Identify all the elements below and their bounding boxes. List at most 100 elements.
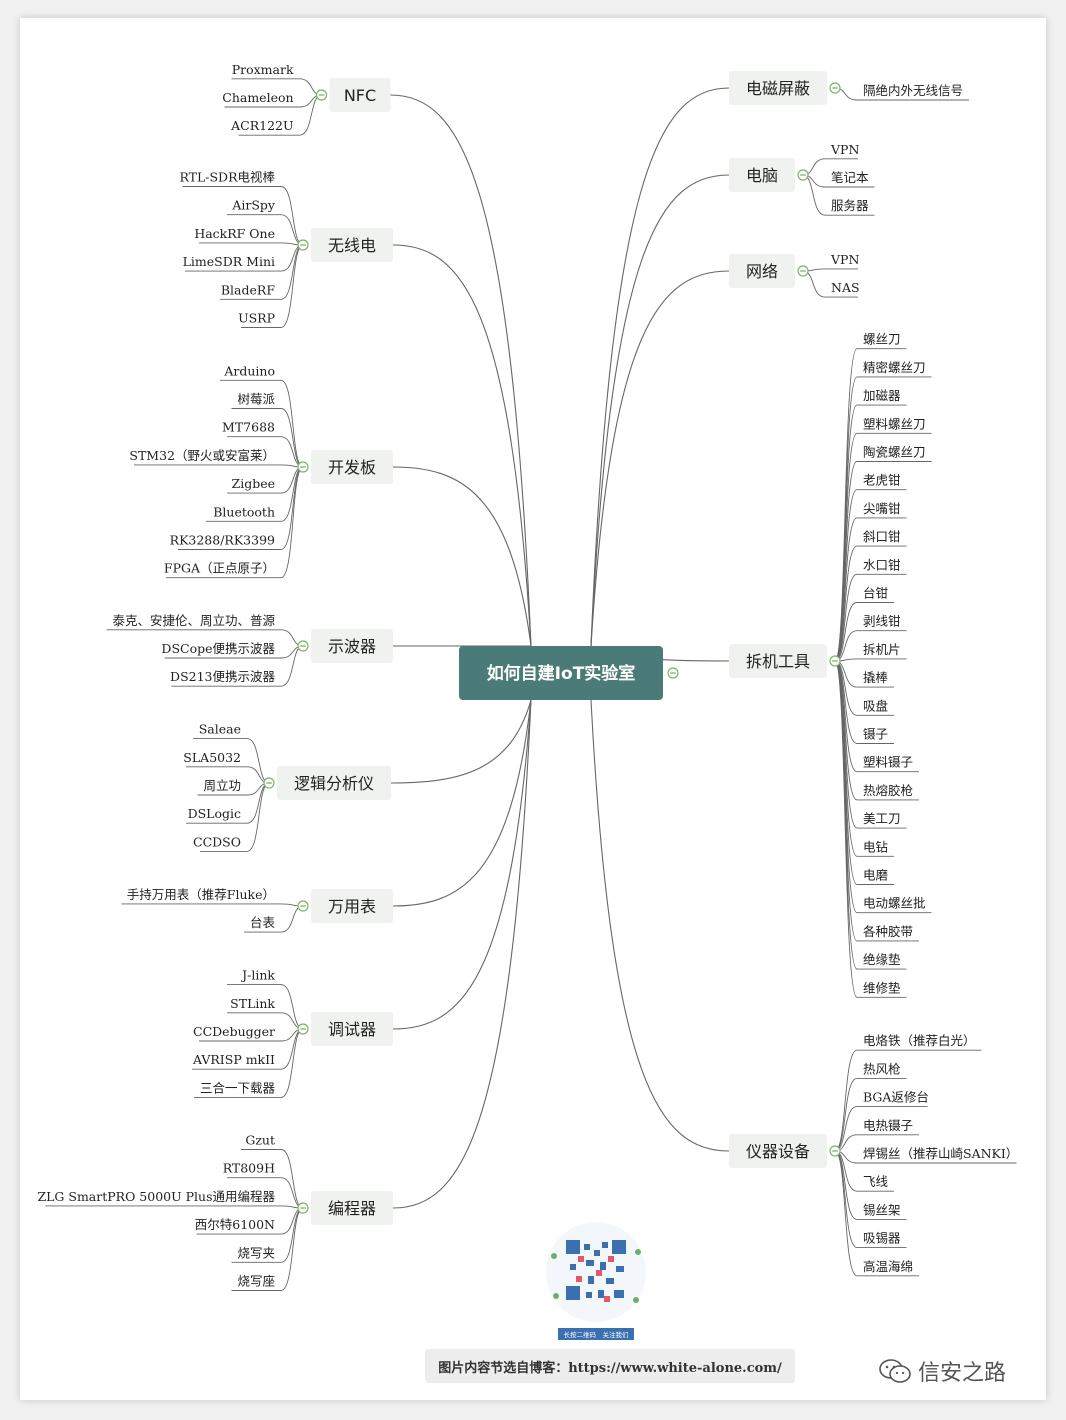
collapse-toggle[interactable] <box>315 89 328 101</box>
collapse-toggle[interactable] <box>797 169 809 181</box>
leaf-branch-right-4-item-4[interactable]: 塑料螺丝刀 <box>857 416 932 434</box>
leaf-branch-left-7-item-5[interactable]: 三合一下载器 <box>194 1080 281 1098</box>
leaf-arduino[interactable]: Arduino <box>220 363 281 381</box>
leaf-branch-right-4-item-24[interactable]: 维修垫 <box>857 980 907 998</box>
branch-right-2[interactable]: 电脑 <box>729 158 809 192</box>
leaf-j-link[interactable]: J-link <box>227 968 281 986</box>
leaf-avrisp-mkii[interactable]: AVRISP mkII <box>192 1052 281 1070</box>
leaf-ccdebugger[interactable]: CCDebugger <box>193 1024 281 1042</box>
leaf-branch-right-4-item-8[interactable]: 斜口钳 <box>857 529 907 547</box>
leaf-fpga[interactable]: FPGA（正点原子） <box>164 561 281 579</box>
leaf-rtl-sdr[interactable]: RTL-SDR电视棒 <box>179 170 281 187</box>
leaf-dslogic[interactable]: DSLogic <box>186 806 247 824</box>
collapse-toggle[interactable] <box>829 655 841 667</box>
branch-right-1[interactable]: 电磁屏蔽 <box>729 71 841 105</box>
leaf-acr122u[interactable]: ACR122U <box>230 118 300 136</box>
leaf-branch-right-4-item-16[interactable]: 塑料镊子 <box>857 755 919 773</box>
leaf-branch-left-8-item-5[interactable]: 烧写夹 <box>231 1245 282 1263</box>
leaf-chameleon[interactable]: Chameleon <box>222 90 300 108</box>
leaf-stm32[interactable]: STM32（野火或安富莱） <box>129 448 281 466</box>
leaf-branch-right-5-item-8[interactable]: 吸锡器 <box>857 1231 907 1249</box>
branch-right-4[interactable]: 拆机工具 <box>729 644 841 678</box>
leaf-gzut[interactable]: Gzut <box>241 1133 281 1150</box>
leaf-branch-right-4-item-1[interactable]: 螺丝刀 <box>857 332 907 350</box>
leaf-branch-right-4-item-23[interactable]: 绝缘垫 <box>857 952 907 970</box>
leaf-branch-right-4-item-17[interactable]: 热熔胶枪 <box>857 783 919 801</box>
root-node[interactable]: 如何自建IoT实验室 <box>459 646 679 700</box>
leaf-branch-right-4-item-5[interactable]: 陶瓷螺丝刀 <box>857 445 932 462</box>
leaf-bluetooth[interactable]: Bluetooth <box>206 504 281 522</box>
collapse-toggle[interactable] <box>297 640 309 652</box>
leaf-branch-right-4-item-20[interactable]: 电磨 <box>857 868 894 885</box>
leaf-branch-left-8-item-6[interactable]: 烧写座 <box>231 1274 282 1291</box>
collapse-toggle[interactable] <box>297 900 309 912</box>
collapse-toggle[interactable] <box>829 1145 841 1157</box>
collapse-toggle[interactable] <box>829 82 841 94</box>
leaf-branch-left-5-item-3[interactable]: 周立功 <box>197 778 248 796</box>
leaf-branch-right-4-item-2[interactable]: 精密螺丝刀 <box>857 360 932 378</box>
branch-left-2[interactable]: 无线电 <box>297 228 393 262</box>
branch-left-6[interactable]: 万用表 <box>297 889 393 923</box>
branch-left-3[interactable]: 开发板 <box>297 450 393 484</box>
leaf-branch-right-4-item-6[interactable]: 老虎钳 <box>857 473 907 491</box>
leaf-branch-right-1-item-1[interactable]: 隔绝内外无线信号 <box>857 83 969 101</box>
leaf-bladerf[interactable]: BladeRF <box>220 282 281 300</box>
branch-left-7[interactable]: 调试器 <box>297 1012 393 1046</box>
leaf-stlink[interactable]: STLink <box>227 996 281 1014</box>
collapse-toggle[interactable] <box>297 461 309 473</box>
leaf-branch-right-4-item-13[interactable]: 撬棒 <box>857 670 894 688</box>
leaf-vpn[interactable]: VPN <box>825 142 859 160</box>
leaf-rk3288-rk3399[interactable]: RK3288/RK3399 <box>170 533 281 550</box>
leaf-branch-left-6-item-2[interactable]: 台表 <box>244 915 281 933</box>
branch-left-5[interactable]: 逻辑分析仪 <box>263 766 391 800</box>
leaf-vpn[interactable]: VPN <box>825 252 859 270</box>
leaf-limesdr-mini[interactable]: LimeSDR Mini <box>183 254 281 272</box>
leaf-branch-right-4-item-15[interactable]: 镊子 <box>857 727 894 744</box>
leaf-branch-right-5-item-9[interactable]: 高温海绵 <box>857 1259 919 1277</box>
leaf-branch-right-4-item-19[interactable]: 电钻 <box>857 839 894 857</box>
leaf-branch-right-4-item-10[interactable]: 台钳 <box>857 586 894 603</box>
leaf-hackrf-one[interactable]: HackRF One <box>194 226 281 244</box>
leaf-proxmark[interactable]: Proxmark <box>231 62 300 80</box>
leaf-6100n[interactable]: 西尔特6100N <box>195 1217 281 1235</box>
leaf-usrp[interactable]: USRP <box>238 311 281 328</box>
branch-right-5[interactable]: 仪器设备 <box>729 1134 841 1168</box>
leaf-branch-right-4-item-3[interactable]: 加磁器 <box>857 388 907 406</box>
leaf-saleae[interactable]: Saleae <box>193 722 247 740</box>
leaf-branch-right-4-item-9[interactable]: 水口钳 <box>857 557 907 575</box>
leaf-mt7688[interactable]: MT7688 <box>222 420 281 438</box>
leaf-branch-right-5-item-4[interactable]: 电热镊子 <box>857 1118 919 1136</box>
leaf-bga[interactable]: BGA返修台 <box>857 1090 929 1108</box>
leaf-branch-right-5-item-2[interactable]: 热风枪 <box>857 1061 907 1079</box>
leaf-branch-right-5-item-6[interactable]: 飞线 <box>857 1174 894 1192</box>
collapse-toggle[interactable] <box>263 777 275 789</box>
leaf-nas[interactable]: NAS <box>825 280 860 298</box>
collapse-toggle[interactable] <box>297 1202 309 1214</box>
leaf-dscope[interactable]: DSCope便携示波器 <box>161 641 281 659</box>
leaf-branch-right-5-item-7[interactable]: 锡丝架 <box>857 1202 907 1220</box>
leaf-branch-right-4-item-21[interactable]: 电动螺丝批 <box>857 896 932 914</box>
leaf-branch-right-5-item-1[interactable]: 电烙铁（推荐白光） <box>857 1033 982 1051</box>
collapse-toggle[interactable] <box>297 239 309 251</box>
collapse-toggle[interactable] <box>297 1023 309 1035</box>
leaf-branch-right-2-item-3[interactable]: 服务器 <box>825 198 875 216</box>
branch-left-8[interactable]: 编程器 <box>297 1191 393 1225</box>
leaf-rt809h[interactable]: RT809H <box>223 1161 281 1179</box>
leaf-branch-right-2-item-2[interactable]: 笔记本 <box>825 170 875 188</box>
leaf-branch-left-3-item-2[interactable]: 树莓派 <box>231 392 282 409</box>
leaf-branch-right-4-item-11[interactable]: 剥线钳 <box>857 614 907 632</box>
leaf-sanki[interactable]: 焊锡丝（推荐山崎SANKI） <box>857 1146 1018 1164</box>
collapse-toggle[interactable] <box>797 265 809 277</box>
branch-left-4[interactable]: 示波器 <box>297 629 393 663</box>
leaf-branch-left-4-item-1[interactable]: 泰克、安捷伦、周立功、普源 <box>106 613 282 631</box>
leaf-zigbee[interactable]: Zigbee <box>227 476 281 494</box>
leaf-branch-right-4-item-12[interactable]: 拆机片 <box>857 642 907 660</box>
leaf-branch-right-4-item-14[interactable]: 吸盘 <box>857 698 894 716</box>
leaf-sla5032[interactable]: SLA5032 <box>183 750 247 768</box>
leaf-fluke[interactable]: 手持万用表（推荐Fluke） <box>121 887 282 905</box>
leaf-ds213[interactable]: DS213便携示波器 <box>170 669 281 687</box>
leaf-branch-right-4-item-7[interactable]: 尖嘴钳 <box>857 501 907 519</box>
leaf-zlg-smartpro-5000u-plus[interactable]: ZLG SmartPRO 5000U Plus通用编程器 <box>37 1189 281 1207</box>
leaf-branch-right-4-item-18[interactable]: 美工刀 <box>857 811 907 829</box>
leaf-airspy[interactable]: AirSpy <box>227 198 281 216</box>
